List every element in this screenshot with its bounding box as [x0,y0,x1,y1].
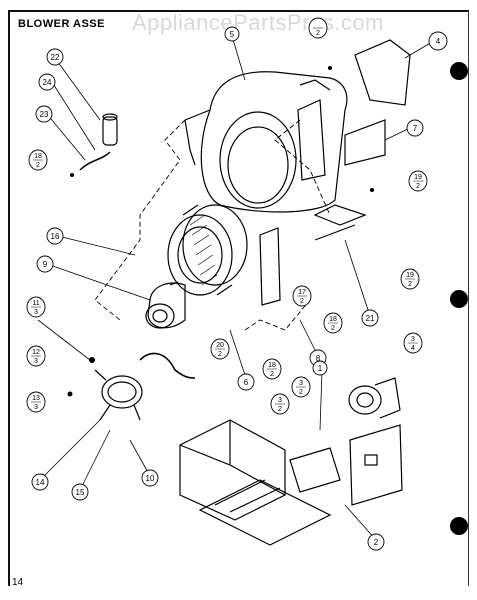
fraction-18-top-num: 18 [34,153,42,160]
fraction-bars [31,27,423,405]
callout-8: 8 [316,354,321,363]
hardware-screws [67,66,374,397]
fraction-3-right-den: 4 [411,345,415,352]
diagram-title: BLOWER ASSE [18,18,105,30]
fraction-20-den: 2 [218,351,222,358]
fraction-11-den: 3 [34,309,38,316]
page-number: 14 [12,577,24,588]
fraction-3-left-num: 3 [278,397,282,404]
callout-4: 4 [436,37,441,46]
callout-21: 21 [366,314,375,323]
callout-5: 5 [230,30,235,39]
leader-lines [37,35,433,541]
fraction-12-num: 12 [32,349,40,356]
capacitor [79,113,118,171]
blower-housing [184,71,348,213]
watermark: AppliancePartsPros.com [132,10,384,35]
callout-2: 2 [374,538,379,547]
small-blower [348,377,401,419]
fraction-12-den: 3 [34,358,38,365]
motor [145,281,186,329]
callout-23: 23 [40,110,49,119]
assembly-outline [94,119,331,331]
fraction-19-lower-den: 2 [408,281,412,288]
fraction-labels: 18 2 19 2 19 2 17 2 18 2 18 2 11 3 12 3 … [32,30,422,413]
fraction-3-mid-num: 3 [299,380,303,387]
fraction-17-den: 2 [300,298,304,305]
callout-15: 15 [76,488,85,497]
fraction-11-num: 11 [32,300,39,307]
control-panel [289,424,403,506]
fraction-18-mid-den: 2 [331,325,335,332]
fraction-17-num: 17 [298,289,306,296]
blower-wheel [167,204,248,296]
fraction-20-num: 20 [216,342,224,349]
fraction-19-right-den: 2 [416,183,420,190]
fraction-top-den: 2 [316,30,320,37]
motor-mount [94,352,196,421]
callout-14: 14 [36,478,45,487]
callout-24: 24 [43,78,52,87]
callout-7: 7 [413,124,418,133]
fraction-19-lower-num: 19 [406,272,414,279]
fraction-3-left-den: 2 [278,406,282,413]
fraction-13-num: 13 [32,395,40,402]
callout-labels: 5 4 7 22 24 23 16 9 6 8 21 10 14 15 2 1 [36,30,441,547]
fraction-19-right-num: 19 [414,174,422,181]
fraction-ovals [26,17,428,415]
fraction-13-den: 3 [34,404,38,411]
callout-16: 16 [51,232,60,241]
fraction-18-top-den: 2 [36,162,40,169]
fraction-18-low-den: 2 [270,371,274,378]
fraction-18-mid-num: 18 [329,316,337,323]
page-border [8,10,469,586]
registration-marks [450,62,468,535]
fraction-18-low-num: 18 [268,362,276,369]
callout-circles [31,26,448,551]
cabinet-base [179,419,332,546]
callout-1: 1 [318,364,323,373]
fraction-3-right-num: 3 [411,336,415,343]
fraction-3-mid-den: 2 [299,389,303,396]
callout-10: 10 [146,474,155,483]
callout-9: 9 [43,260,48,269]
side-panels [259,39,411,306]
callout-6: 6 [244,378,249,387]
callout-22: 22 [51,53,60,62]
